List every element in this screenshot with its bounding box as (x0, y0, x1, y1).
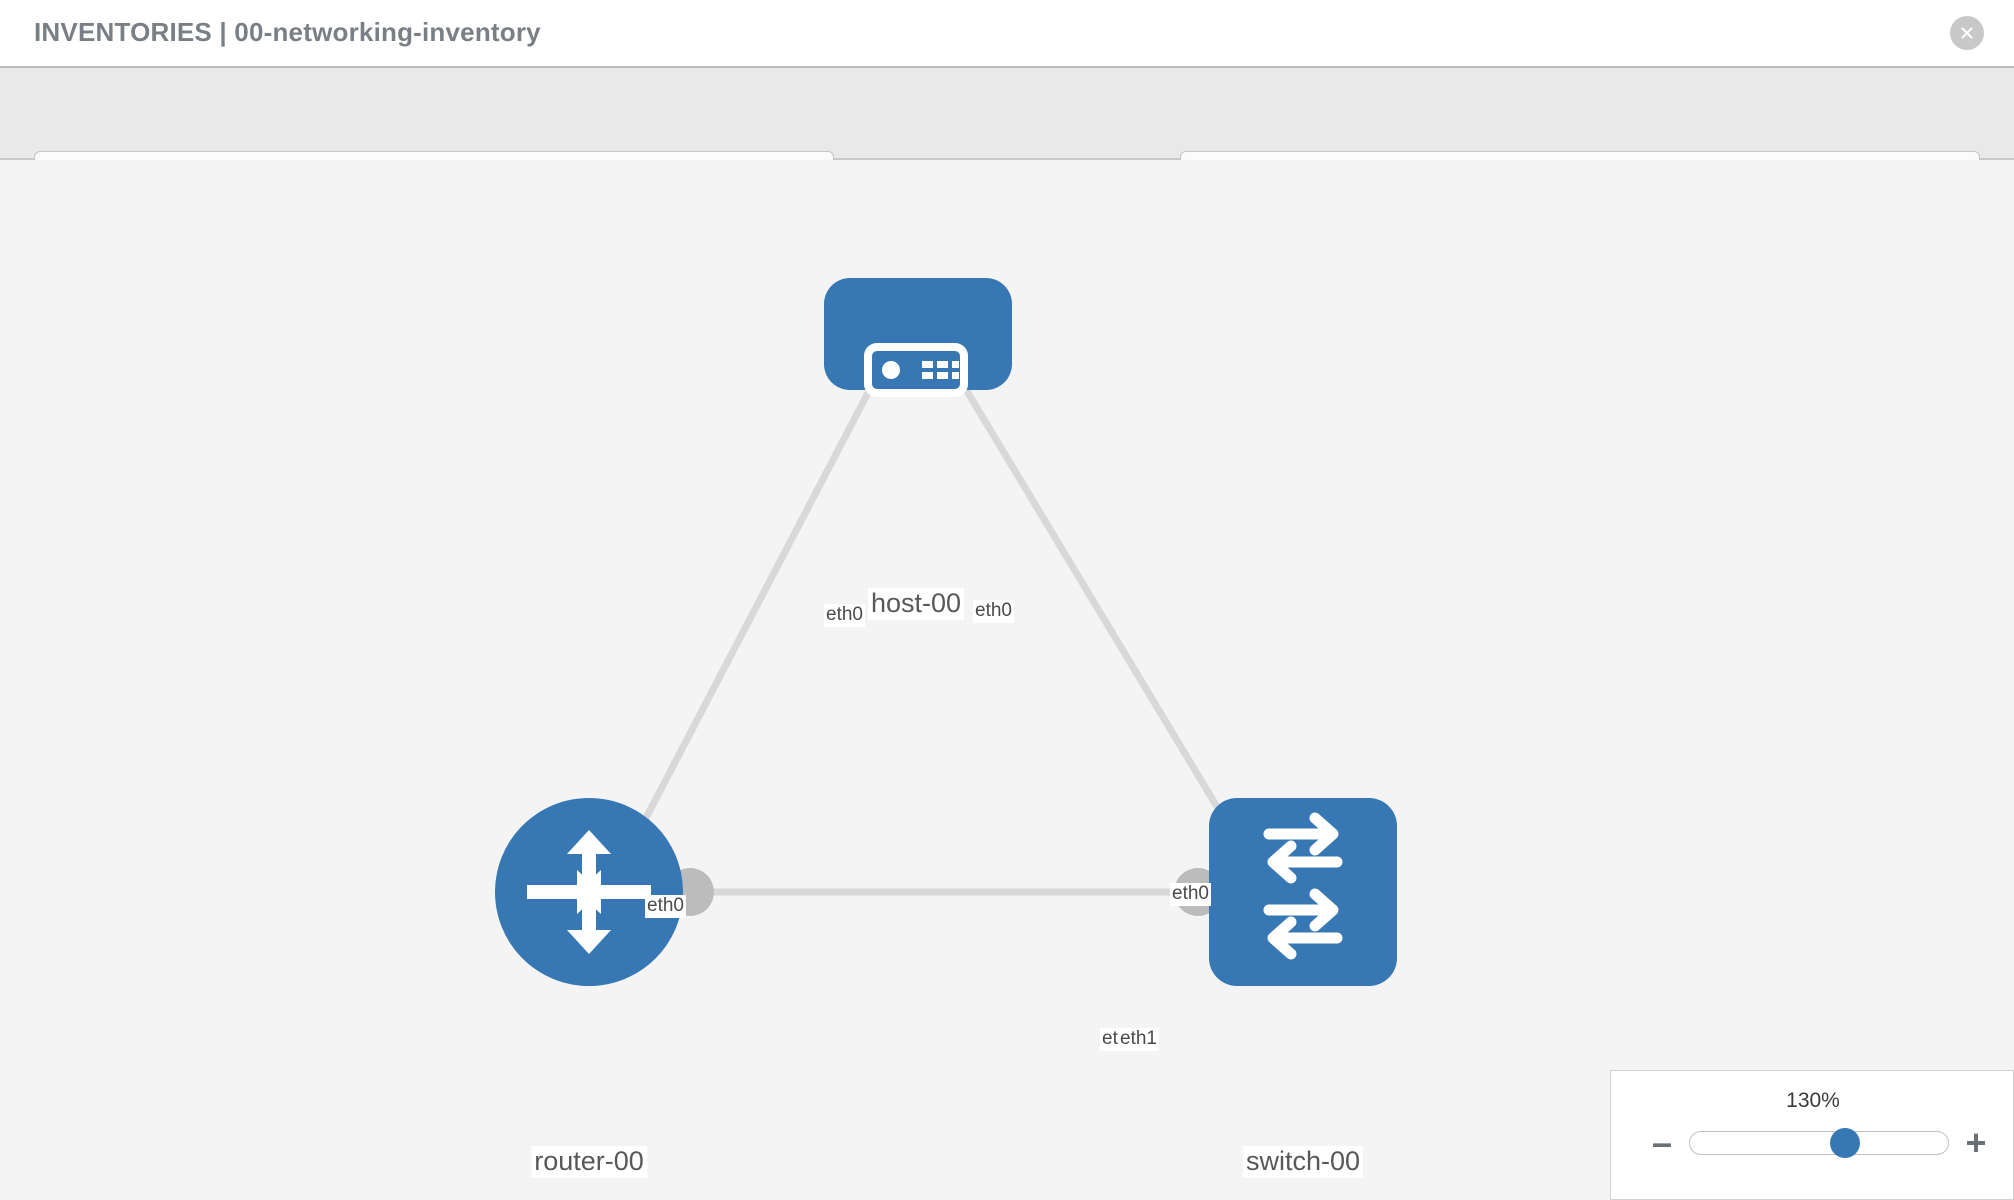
topology-ports (666, 333, 1264, 975)
router-arrows-icon (527, 830, 651, 954)
node-router-00[interactable] (495, 798, 683, 986)
node-label-router-00: router-00 (531, 1146, 647, 1178)
node-host-00[interactable] (824, 278, 1012, 397)
zoom-slider-track[interactable] (1689, 1128, 1949, 1158)
edge-label-router-switch-eth1: eth1 (1118, 1028, 1159, 1051)
switch-node-shape (1209, 798, 1397, 986)
edge-label-router-host-eth0: eth0 (645, 895, 686, 918)
zoom-in-button[interactable]: + (1965, 1122, 1987, 1163)
zoom-control-panel: 130% – + (1610, 1070, 2014, 1200)
node-switch-00[interactable] (1209, 798, 1397, 986)
close-icon[interactable] (1950, 16, 1984, 50)
topology-graph (495, 278, 1397, 986)
edge-label-host-router-eth0: eth0 (824, 604, 865, 627)
topology-canvas[interactable]: eth0 eth0 eth0 eth0 eth0 eth1 host-00 ro… (0, 160, 2014, 1200)
link-host-router (620, 366, 885, 862)
page-title: INVENTORIES | 00-networking-inventory (34, 17, 541, 47)
topology-links (620, 366, 1248, 896)
zoom-level-value: 130% (1786, 1089, 1840, 1112)
link-host-switch (950, 366, 1246, 852)
switch-arrows-icon (1263, 812, 1343, 960)
toolbar: ACTIONS SEARCH (0, 68, 2014, 203)
edge-label-switch-host-eth0: eth0 (1170, 883, 1211, 906)
edge-label-host-switch-eth0: eth0 (973, 600, 1014, 623)
page-header: INVENTORIES | 00-networking-inventory (0, 0, 2014, 68)
node-label-switch-00: switch-00 (1242, 1146, 1364, 1178)
node-label-host-00: host-00 (867, 588, 965, 620)
zoom-slider-thumb[interactable] (1829, 1128, 1860, 1158)
zoom-out-button[interactable]: – (1651, 1122, 1673, 1163)
host-node-shape (824, 278, 1012, 390)
server-icon (864, 343, 968, 397)
